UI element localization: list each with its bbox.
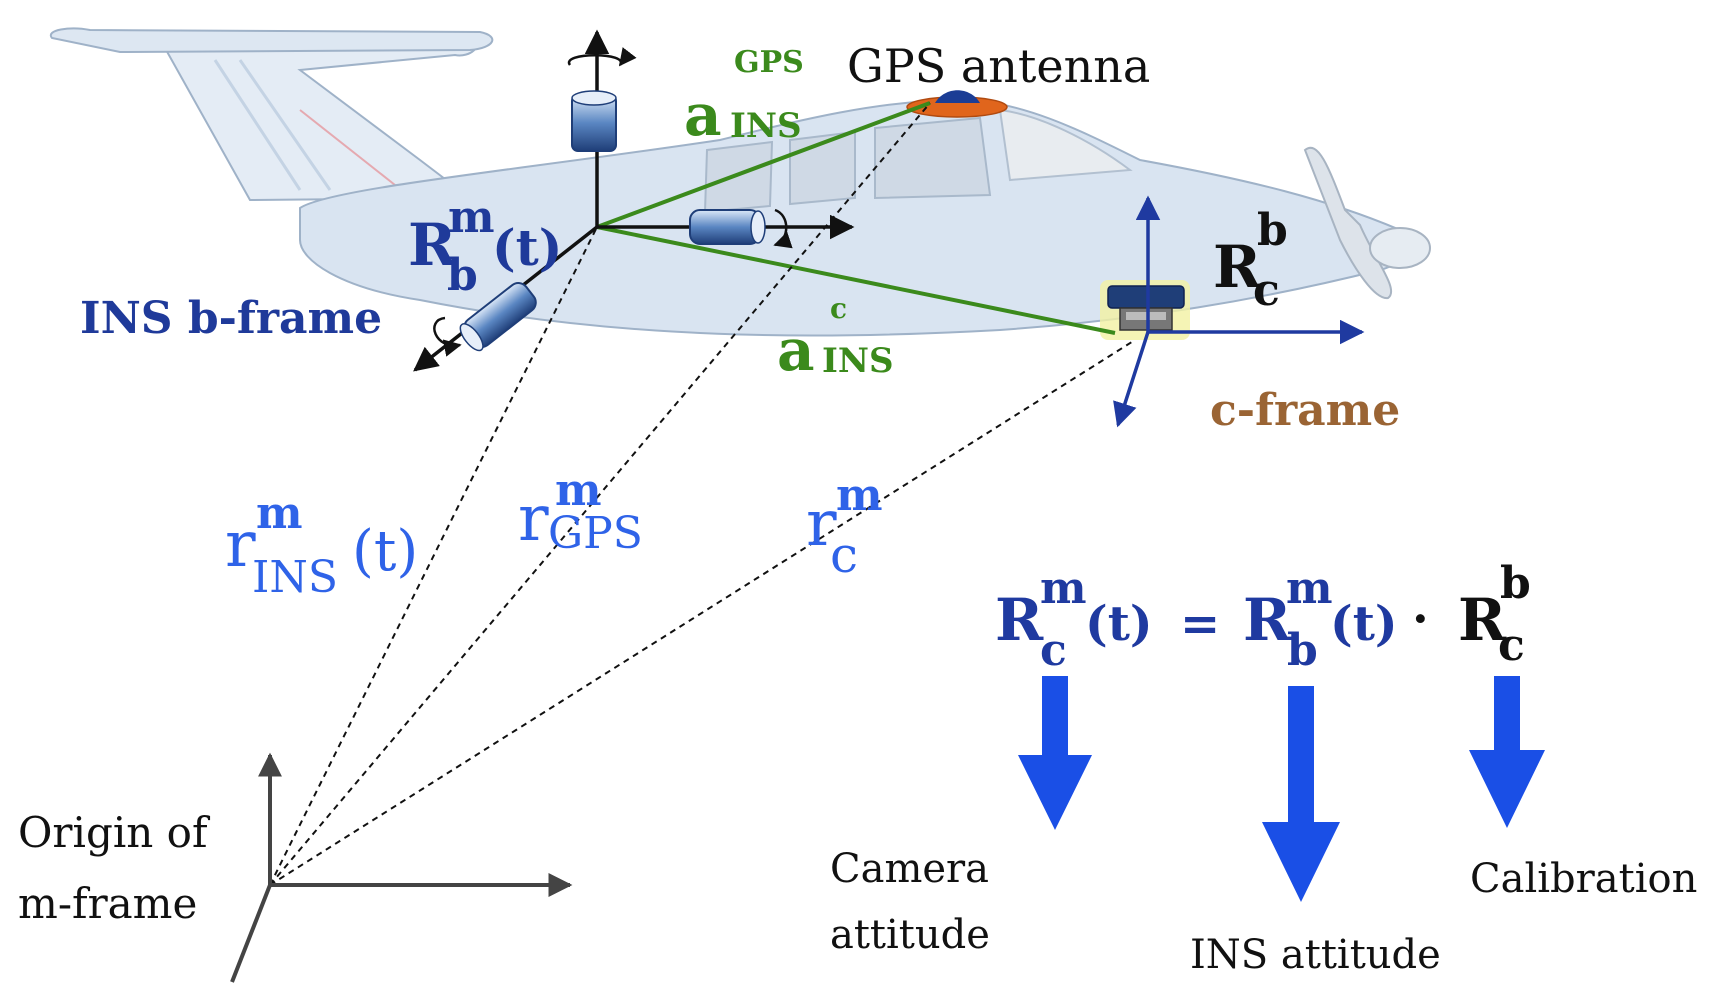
position-vectors [269, 102, 1136, 886]
rotation-b-to-m-symbol: R m b (t) [408, 192, 562, 301]
lever-arm-camera [596, 225, 1116, 335]
c-frame-down-axis [1113, 331, 1150, 428]
airplane-tail-stripe [213, 59, 332, 191]
symbol-arg: (t) [492, 218, 562, 277]
camera-attitude-line2: attitude [830, 912, 990, 958]
m-frame-south-axis [230, 884, 272, 983]
airplane-window-3 [874, 116, 992, 200]
lever-arms [596, 101, 1116, 335]
equation-lhs: R m c (t) [995, 563, 1153, 676]
position-gps-symbol: r m GPS [518, 465, 643, 559]
equation-equals: = [1180, 596, 1220, 652]
arrow-ins-attitude [1262, 686, 1340, 902]
symbol-base: r [806, 487, 837, 561]
equation-dot: · [1412, 591, 1429, 647]
ins-b-frame-label: INS b-frame [80, 293, 382, 344]
airplane-stabilizer [49, 27, 494, 54]
symbol-base: R [995, 586, 1044, 654]
symbol-sub: INS [252, 552, 338, 603]
c-frame-label: c-frame [1210, 385, 1400, 436]
symbol-base: R [408, 211, 457, 279]
symbol-sup: m [555, 465, 602, 516]
symbol-sup: m [448, 192, 495, 243]
airplane-windshield [998, 108, 1133, 182]
symbol-sub: INS [822, 341, 894, 381]
vector-r-ins [269, 226, 598, 886]
symbol-sub: b [447, 250, 478, 301]
equation-term2: R b c [1458, 558, 1531, 671]
lever-arm-camera-symbol: a c INS [777, 292, 894, 384]
lever-arm-gps [596, 101, 931, 229]
origin-label-line1: Origin of [18, 808, 211, 857]
vector-r-gps [269, 102, 931, 886]
ins-attitude-label: INS attitude [1190, 932, 1441, 978]
gyro-sensor-icon [689, 208, 793, 249]
airplane-tail-stripe-red [299, 109, 396, 186]
symbol-sup: c [830, 292, 847, 325]
rotation-c-to-b-symbol: R b c [1213, 205, 1288, 316]
gps-antenna-label: GPS antenna [847, 39, 1150, 93]
calibration-label: Calibration [1470, 856, 1697, 902]
symbol-sub: INS [730, 106, 802, 146]
vector-r-c [269, 339, 1136, 886]
airplane-window-1 [703, 140, 774, 214]
symbol-base: a [777, 316, 815, 384]
airplane-propeller [1303, 147, 1393, 300]
symbol-base: r [225, 508, 256, 582]
gyro-sensor-icon [433, 282, 537, 357]
symbol-base: R [1458, 586, 1507, 654]
arrow-camera-attitude [1018, 676, 1092, 830]
symbol-base: R [1213, 233, 1262, 301]
symbol-sup: m [836, 470, 883, 521]
symbol-arg: (t) [352, 519, 418, 584]
symbol-sub: c [1253, 265, 1280, 316]
airplane-icon [49, 27, 1431, 337]
camera-icon [1100, 280, 1190, 340]
origin-label-line2: m-frame [18, 879, 197, 928]
gyro-sensor-icon [567, 47, 637, 152]
symbol-sub: b [1287, 625, 1318, 676]
symbol-arg: (t) [1085, 596, 1153, 652]
symbol-sub: c [830, 526, 858, 584]
symbol-base: r [518, 482, 549, 556]
symbol-base: a [684, 81, 722, 149]
arrow-calibration [1469, 676, 1545, 828]
gps-antenna-icon [906, 90, 1008, 118]
position-ins-symbol: r m INS (t) [225, 488, 418, 603]
camera-attitude-line1: Camera [830, 846, 989, 892]
lever-arm-gps-symbol: a GPS INS [684, 45, 804, 149]
symbol-sub: c [1498, 620, 1525, 671]
attitude-equation: R m c (t) = R m b (t) · R b c [995, 558, 1531, 676]
symbol-sup: GPS [734, 45, 804, 80]
symbol-sup: b [1257, 205, 1288, 256]
symbol-arg: (t) [1330, 596, 1398, 652]
symbol-sup: b [1500, 558, 1531, 609]
position-c-symbol: r m c [806, 470, 883, 584]
symbol-sup: m [256, 488, 303, 539]
equation-term1: R m b (t) [1243, 563, 1398, 676]
airplane-spinner [1369, 227, 1431, 269]
ins-b-frame-axes [413, 29, 855, 372]
m-frame-axes [230, 752, 573, 983]
symbol-sub: c [1040, 625, 1067, 676]
symbol-sup: m [1286, 563, 1333, 614]
equation-arrows [1018, 676, 1545, 902]
c-frame-axes [1113, 195, 1365, 428]
symbol-base: R [1243, 586, 1292, 654]
symbol-sub: GPS [548, 508, 643, 559]
symbol-sup: m [1040, 563, 1087, 614]
